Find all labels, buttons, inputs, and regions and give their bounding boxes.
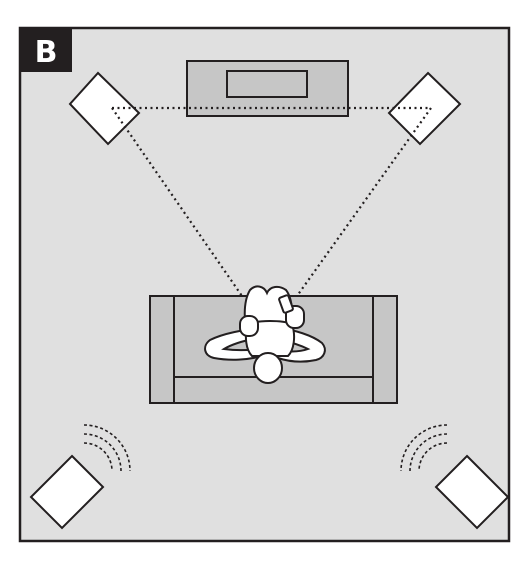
- rear-left-speaker: [29, 454, 105, 530]
- rear-left-wave-1: [83, 442, 113, 472]
- panel-label: B: [35, 35, 58, 70]
- rear-left-wave-2: [83, 433, 122, 472]
- front-left-speaker: [68, 71, 141, 146]
- sofa-right-arm: [372, 295, 398, 404]
- rear-left-speaker-body: [29, 454, 105, 530]
- rear-right-speaker-body: [434, 454, 510, 530]
- rear-right-wave-3: [400, 424, 448, 472]
- listener: [204, 285, 326, 384]
- remote-control: [278, 294, 294, 314]
- panel-label-bg: [20, 28, 72, 72]
- listener-head: [253, 352, 283, 384]
- rear-right-wave-1: [418, 442, 448, 472]
- tv-screen-body: [226, 70, 308, 98]
- rear-left-sound-waves: [83, 424, 131, 472]
- listener-left-hand: [239, 315, 259, 337]
- front-right-speaker: [387, 71, 462, 146]
- rear-right-speaker: [434, 454, 510, 530]
- rear-right-wave-2: [409, 433, 448, 472]
- front-right-speaker-body: [387, 71, 462, 146]
- panel-label-badge: B: [20, 28, 72, 72]
- listening-triangle: [111, 106, 432, 297]
- sofa-left-arm: [149, 295, 175, 404]
- tv-screen: [226, 70, 308, 98]
- rear-left-wave-3: [83, 424, 131, 472]
- rear-right-sound-waves: [400, 424, 448, 472]
- front-left-speaker-body: [68, 71, 141, 146]
